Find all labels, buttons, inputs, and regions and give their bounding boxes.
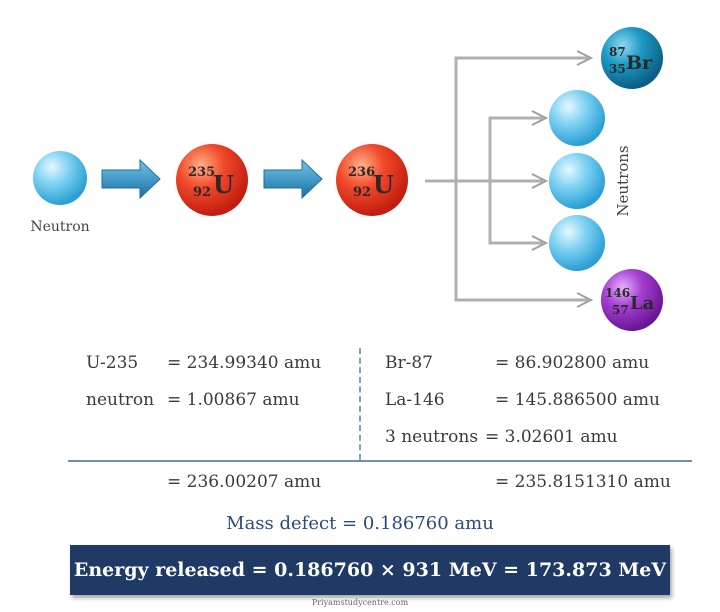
- u235-mass-value: = 234.99340 amu: [167, 353, 322, 373]
- incoming-neutron: [33, 151, 87, 205]
- br87-symbol: Br: [626, 52, 653, 74]
- neutron-label: Neutron: [30, 219, 89, 235]
- reactants-total: = 236.00207 amu: [167, 472, 322, 492]
- u235-name: U-235: [86, 353, 139, 373]
- block-arrow-1: [101, 158, 161, 200]
- arrowhead-neutron-1: [531, 110, 549, 126]
- u235-mass-number: 235: [188, 165, 215, 180]
- br87-mass-number: 87: [609, 45, 626, 59]
- la146-symbol: La: [630, 293, 655, 314]
- u235-atomic-number: 92: [193, 185, 211, 200]
- neutrons-label: Neutrons: [614, 145, 632, 216]
- arrowhead-neutron-2: [531, 173, 549, 189]
- la146-nucleus: [601, 269, 663, 331]
- la146-mass-value: = 145.886500 amu: [495, 390, 661, 410]
- connector-outer-branch: [454, 56, 588, 302]
- energy-released-banner: Energy released = 0.186760 × 931 MeV = 1…: [70, 545, 670, 595]
- arrowhead-br: [576, 50, 594, 66]
- released-neutron-2: [549, 153, 605, 209]
- u236-symbol: U: [373, 170, 394, 199]
- br87-nucleus: [601, 27, 663, 89]
- br87-mass-value: = 86.902800 amu: [495, 353, 650, 373]
- released-neutron-3: [549, 215, 605, 271]
- u235-nucleus: [176, 144, 248, 216]
- u236-atomic-number: 92: [353, 185, 371, 200]
- source-credit: Priyamstudycentre.com: [311, 598, 409, 607]
- u235-symbol: U: [213, 170, 234, 199]
- sum-line: [68, 460, 692, 462]
- fission-diagram: 235 92 U 236 92 U 87 35 Br 146 57 La Neu…: [30, 27, 663, 331]
- products-total: = 235.8151310 amu: [495, 472, 671, 492]
- block-arrow-2: [263, 158, 323, 200]
- u236-nucleus: [336, 144, 408, 216]
- column-divider: [359, 348, 361, 460]
- connector-inner-branch: [488, 116, 543, 245]
- la146-mass-number: 146: [605, 286, 630, 300]
- neutrons-mass-value: = 3.02601 amu: [485, 427, 618, 447]
- neutron-name: neutron: [86, 390, 155, 410]
- energy-released-text: Energy released = 0.186760 × 931 MeV = 1…: [73, 559, 667, 581]
- u236-mass-number: 236: [348, 165, 375, 180]
- mass-defect: Mass defect = 0.186760 amu: [226, 513, 494, 534]
- released-neutron-1: [549, 90, 605, 146]
- la146-atomic-number: 57: [612, 303, 629, 317]
- arrowhead-neutron-3: [531, 235, 549, 251]
- arrowhead-la: [576, 292, 594, 308]
- br87-atomic-number: 35: [609, 62, 626, 76]
- neutron-mass-value: = 1.00867 amu: [167, 390, 300, 410]
- br87-name: Br-87: [385, 353, 433, 373]
- la146-name: La-146: [385, 390, 445, 410]
- neutrons-name: 3 neutrons: [385, 427, 479, 447]
